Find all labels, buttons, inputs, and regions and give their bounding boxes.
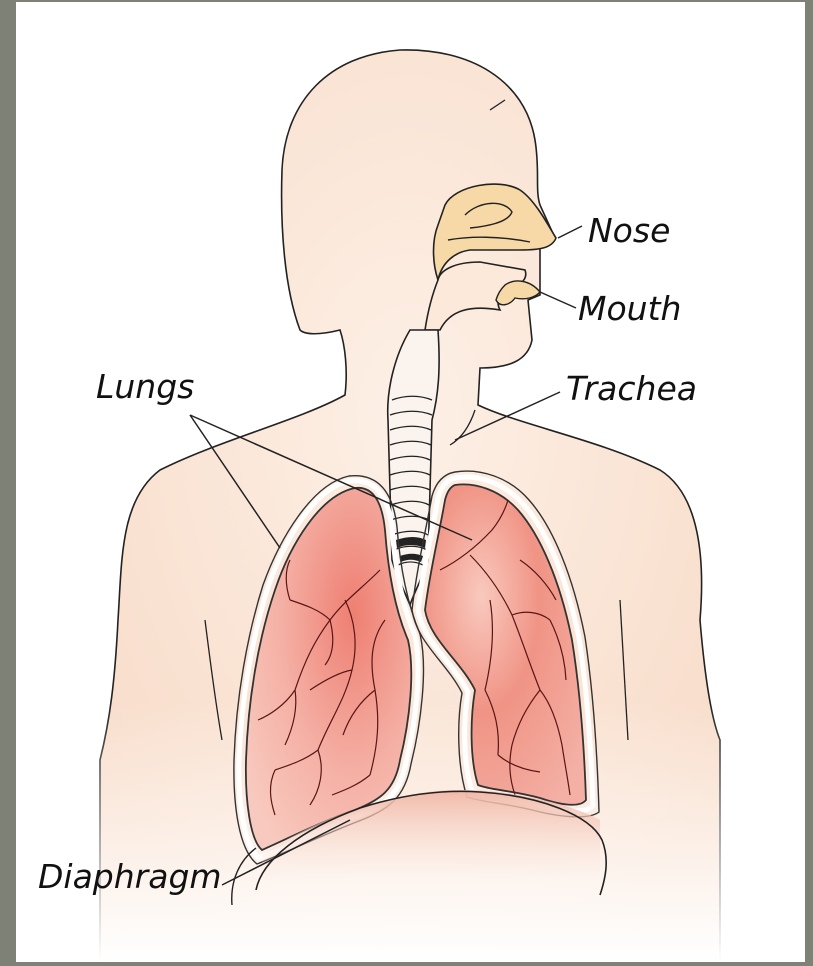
label-nose: Nose (588, 211, 670, 250)
label-trachea: Trachea (566, 369, 697, 408)
label-mouth: Mouth (578, 289, 681, 328)
nose-pointer (558, 226, 582, 238)
mouth-pointer (540, 292, 576, 308)
label-diaphragm: Diaphragm (38, 857, 222, 896)
label-lungs: Lungs (96, 367, 194, 406)
